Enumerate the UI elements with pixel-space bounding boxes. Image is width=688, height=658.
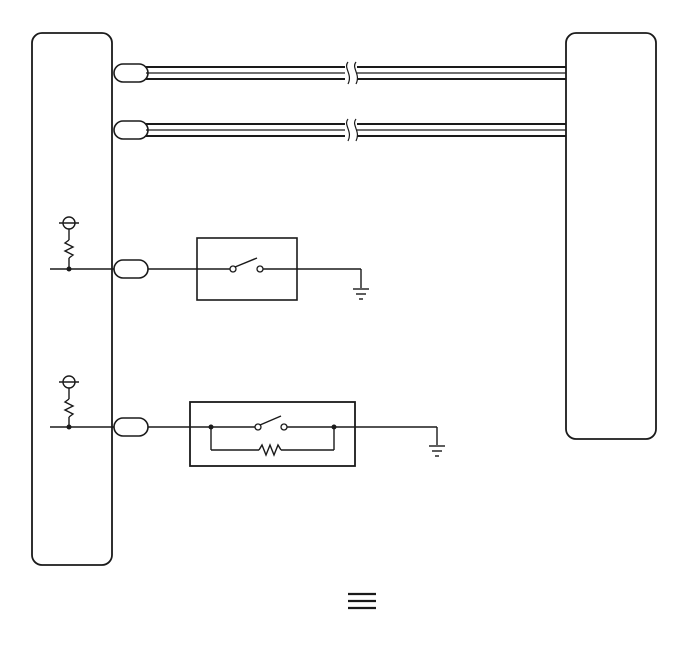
switch-circuit-1 (113, 237, 369, 301)
ground-icon (429, 445, 445, 457)
connector-icon (113, 259, 149, 279)
right-module-box (565, 32, 657, 440)
connector-icon (113, 63, 149, 83)
left-module-box (31, 32, 113, 566)
wire-break-icon (345, 118, 359, 142)
pull-up-resistor-icon (59, 216, 79, 272)
switch-circuit-2 (113, 401, 445, 467)
shielded-line-1 (113, 61, 566, 85)
wire-break-icon (345, 61, 359, 85)
connector-icon (113, 417, 149, 437)
switch-resistor-box (189, 401, 356, 467)
pull-up-resistor-icon (59, 375, 79, 430)
connector-icon (113, 120, 149, 140)
menu-icon[interactable] (348, 592, 376, 610)
ground-icon (353, 288, 369, 300)
shielded-line-2 (113, 118, 566, 142)
